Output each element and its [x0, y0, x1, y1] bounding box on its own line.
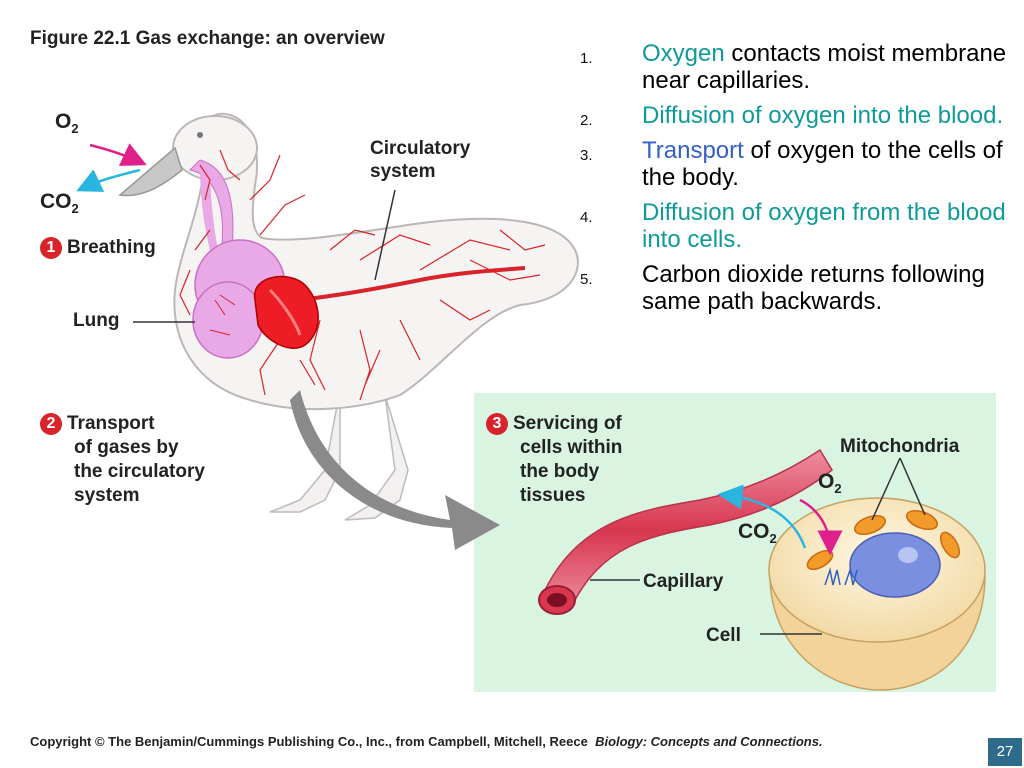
- mitochondria-label: Mitochondria: [840, 436, 960, 457]
- circulatory-system-label: Circulatory system: [370, 138, 471, 182]
- cell-label: Cell: [706, 625, 741, 646]
- gas-exchange-steps: 1.Oxygen contacts moist membrane near ca…: [580, 40, 1010, 323]
- step-item: 3.Transport of oxygen to the cells of th…: [580, 137, 1003, 191]
- o2-label-inhaled: O2: [55, 110, 79, 136]
- o2-label-cell: O2: [818, 470, 842, 496]
- step-2-badge: 2: [40, 413, 62, 435]
- figure-title: Figure 22.1 Gas exchange: an overview: [30, 28, 385, 49]
- copyright-notice: Copyright © The Benjamin/Cummings Publis…: [30, 734, 823, 749]
- step-item: 1.Oxygen contacts moist membrane near ca…: [580, 40, 1007, 94]
- goose-illustration: [118, 112, 579, 521]
- capillary-label: Capillary: [643, 571, 724, 592]
- flow-arrow: [290, 390, 500, 550]
- step-3-badge: 3: [486, 413, 508, 435]
- co2-label-exhaled: CO2: [40, 190, 79, 216]
- step-1-badge: 1: [40, 237, 62, 259]
- cell-illustration: [760, 457, 986, 691]
- capillary-illustration: [538, 448, 833, 615]
- page-number-badge: 27: [988, 738, 1022, 766]
- co2-label-cell: CO2: [738, 520, 777, 546]
- step-item: 4.Diffusion of oxygen from the blood int…: [580, 199, 1006, 253]
- lung-label: Lung: [73, 310, 120, 331]
- step-item: 2.Diffusion of oxygen into the blood.: [580, 102, 1004, 129]
- step-item: 5.Carbon dioxide returns following same …: [580, 261, 985, 315]
